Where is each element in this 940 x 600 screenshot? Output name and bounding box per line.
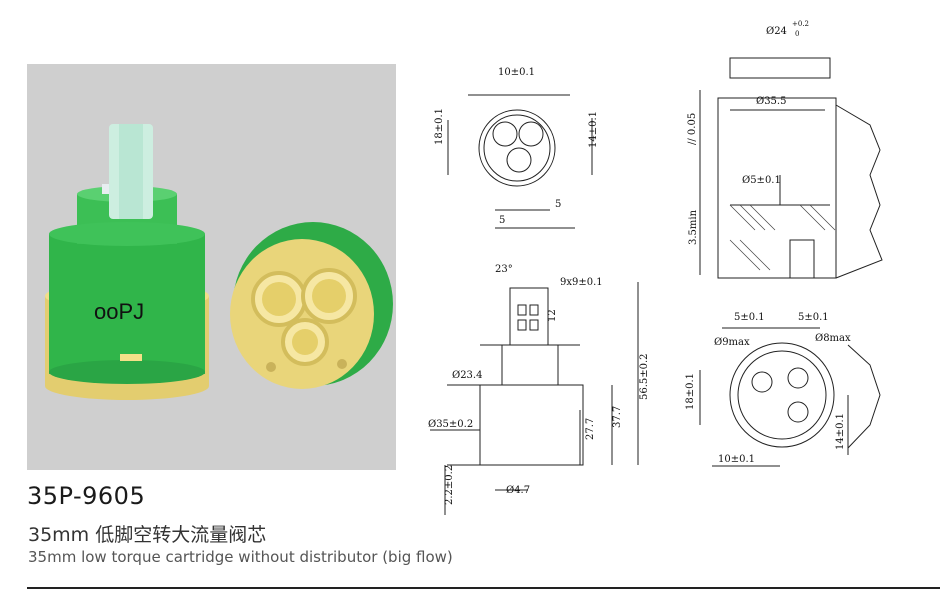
product-title-en: 35mm low torque cartridge without distri… (28, 548, 453, 566)
dim-section-tol-top: +0.2 (792, 20, 809, 28)
dim-top-d5: 5 (555, 199, 561, 210)
dim-side-d-body: Ø23.4 (452, 370, 482, 381)
cartridge-bottom-image (230, 222, 393, 389)
dim-section-d-bore: Ø35.5 (756, 96, 786, 107)
technical-drawing: 10±0.1 18±0.1 14±0.1 5 5 23° 9x9±0.1 12 … (428, 20, 883, 515)
dim-port-p1: 5±0.1 (734, 312, 765, 323)
dim-section-min-depth: 3.5min (688, 209, 699, 245)
dim-port-p2: 5±0.1 (798, 312, 829, 323)
dim-side-h1: 27.7 (585, 418, 596, 440)
product-photo: ooPJ (27, 64, 396, 470)
dim-port-v2: 14±0.1 (835, 413, 846, 450)
dim-port-hole1: Ø9max (714, 337, 750, 348)
dim-port-v1: 18±0.1 (685, 373, 696, 410)
model-number: 35P-9605 (27, 482, 146, 510)
dim-section-tol-bottom: 0 (795, 30, 799, 38)
dim-top-d2: 18±0.1 (434, 108, 445, 145)
dim-section-d-top: Ø24 (766, 26, 787, 37)
dim-side-angle: 23° (495, 264, 513, 275)
dim-side-foot: 2.2±0.2 (444, 465, 455, 505)
dim-side-h3: 56.5±0.2 (639, 353, 650, 400)
brand-mark: ooPJ (94, 299, 144, 324)
dim-port-hole2: Ø8max (815, 333, 851, 344)
dim-side-d-hole: Ø4.7 (506, 485, 530, 496)
dim-side-stem: 9x9±0.1 (560, 277, 603, 288)
dim-side-stem-h: 12 (547, 309, 558, 322)
dim-top-d3: 14±0.1 (588, 111, 599, 148)
dim-top-d4: 5 (499, 215, 505, 226)
product-title-cn: 35mm 低脚空转大流量阀芯 (28, 524, 267, 546)
dim-port-h1: 10±0.1 (718, 454, 755, 465)
dim-section-d-pin: Ø5±0.1 (742, 175, 781, 186)
dim-section-flat: // 0.05 (687, 113, 698, 145)
dim-side-h2: 37.7 (612, 406, 623, 428)
dim-top-d1: 10±0.1 (498, 67, 535, 78)
dim-side-d-base: Ø35±0.2 (428, 419, 473, 430)
cartridge-side-image (45, 124, 209, 400)
bottom-divider (27, 587, 940, 589)
